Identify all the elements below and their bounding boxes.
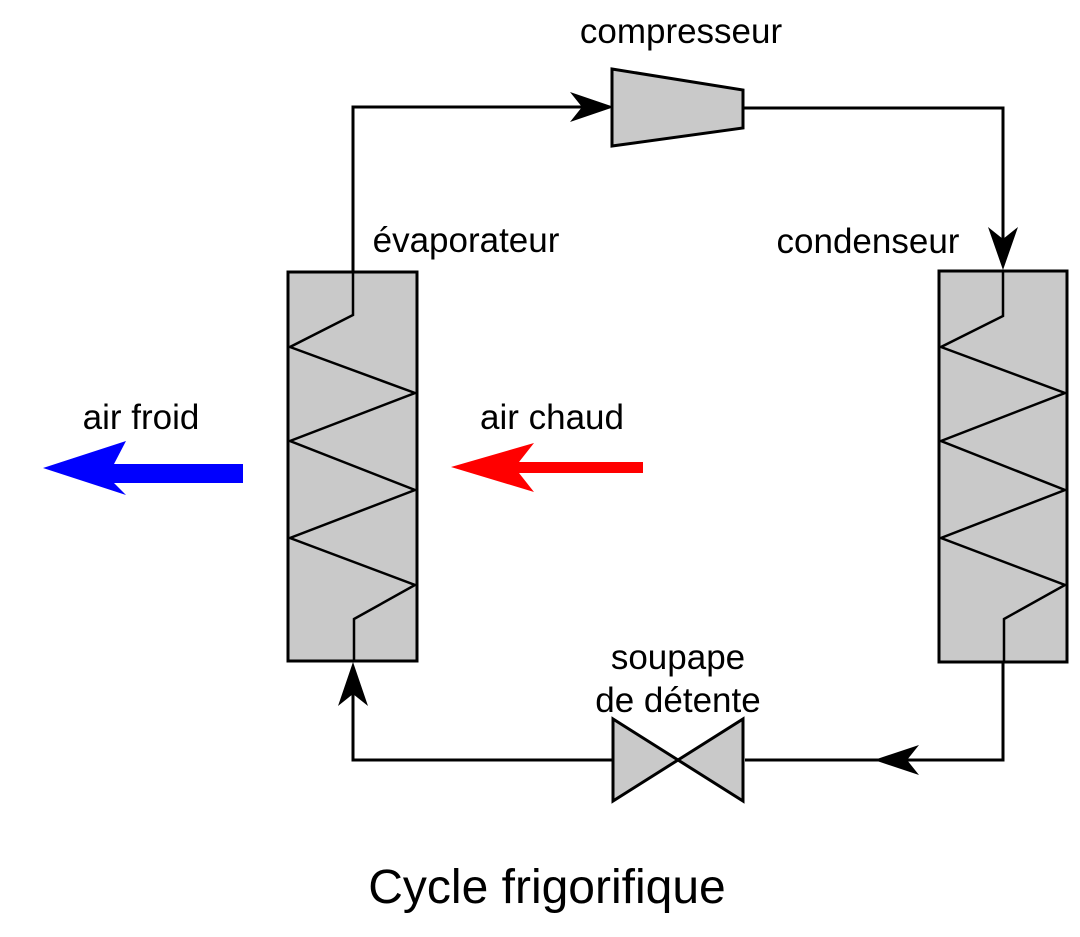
condenser-label: condenseur (776, 222, 960, 261)
compressor-body (610, 67, 745, 148)
hot-air-label: air chaud (480, 398, 624, 437)
pipe-condenser-to-valve (745, 661, 1005, 762)
expansion-valve-label: soupape de détente (595, 637, 760, 722)
cold-air-arrow-icon (43, 441, 243, 495)
flow-arrow-into-compressor-icon (570, 92, 614, 122)
cold-air-label: air froid (82, 398, 200, 437)
expansion-valve-right-triangle (675, 716, 745, 804)
expansion-valve-left-triangle (611, 716, 681, 804)
condenser-coil (937, 272, 1069, 661)
expansion-valve-label-line1: soupape (610, 638, 746, 677)
hot-air-arrow-icon (451, 443, 643, 492)
flow-arrow-into-condenser-icon (988, 227, 1018, 270)
evaporator-coil (286, 273, 419, 660)
diagram-title: Cycle frigorifique (368, 861, 726, 914)
pipe-valve-to-evaporator (351, 668, 612, 762)
evaporator-label: évaporateur (372, 221, 560, 260)
pipe-compressor-to-condenser (743, 106, 1005, 240)
flow-arrow-toward-valve-icon (874, 745, 919, 775)
compressor-label: compresseur (579, 12, 783, 51)
pipe-evaporator-to-compressor (351, 105, 610, 272)
flow-arrow-into-evaporator-icon (338, 662, 368, 706)
expansion-valve-label-line2: de détente (595, 680, 761, 720)
